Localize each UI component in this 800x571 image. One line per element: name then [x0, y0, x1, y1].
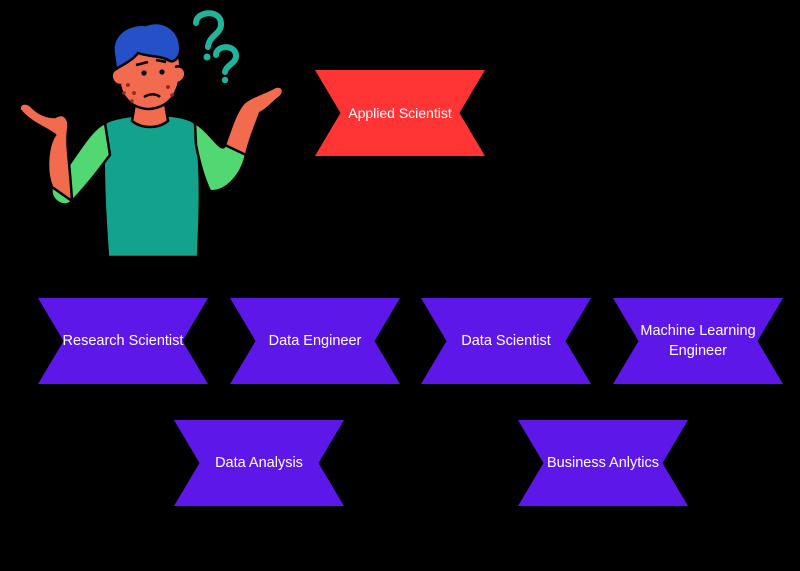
ribbon-data-scientist: Data Scientist	[421, 298, 591, 384]
ribbon-machine-learning-engineer: Machine Learning Engineer	[613, 298, 783, 384]
ribbon-data-analysis: Data Analysis	[174, 420, 344, 506]
confused-person-shrugging-icon	[18, 10, 285, 259]
ribbon-research-scientist: Research Scientist	[38, 298, 208, 384]
ribbon-label: Applied Scientist	[348, 105, 452, 121]
ribbon-business-analytics: Business Anlytics	[518, 420, 688, 506]
ribbon-label: Business Anlytics	[546, 455, 660, 471]
ribbon-label: Data Engineer	[268, 333, 362, 349]
ribbon-applied-scientist: Applied Scientist	[315, 70, 485, 156]
ribbon-label: Machine Learning Engineer	[640, 323, 756, 359]
ribbon-label: Data Scientist	[461, 333, 551, 349]
question-mark-icon	[193, 10, 239, 84]
ribbon-label: Research Scientist	[62, 333, 184, 349]
ribbon-label: Data Analysis	[215, 455, 303, 471]
ribbon-data-engineer: Data Engineer	[230, 298, 400, 384]
